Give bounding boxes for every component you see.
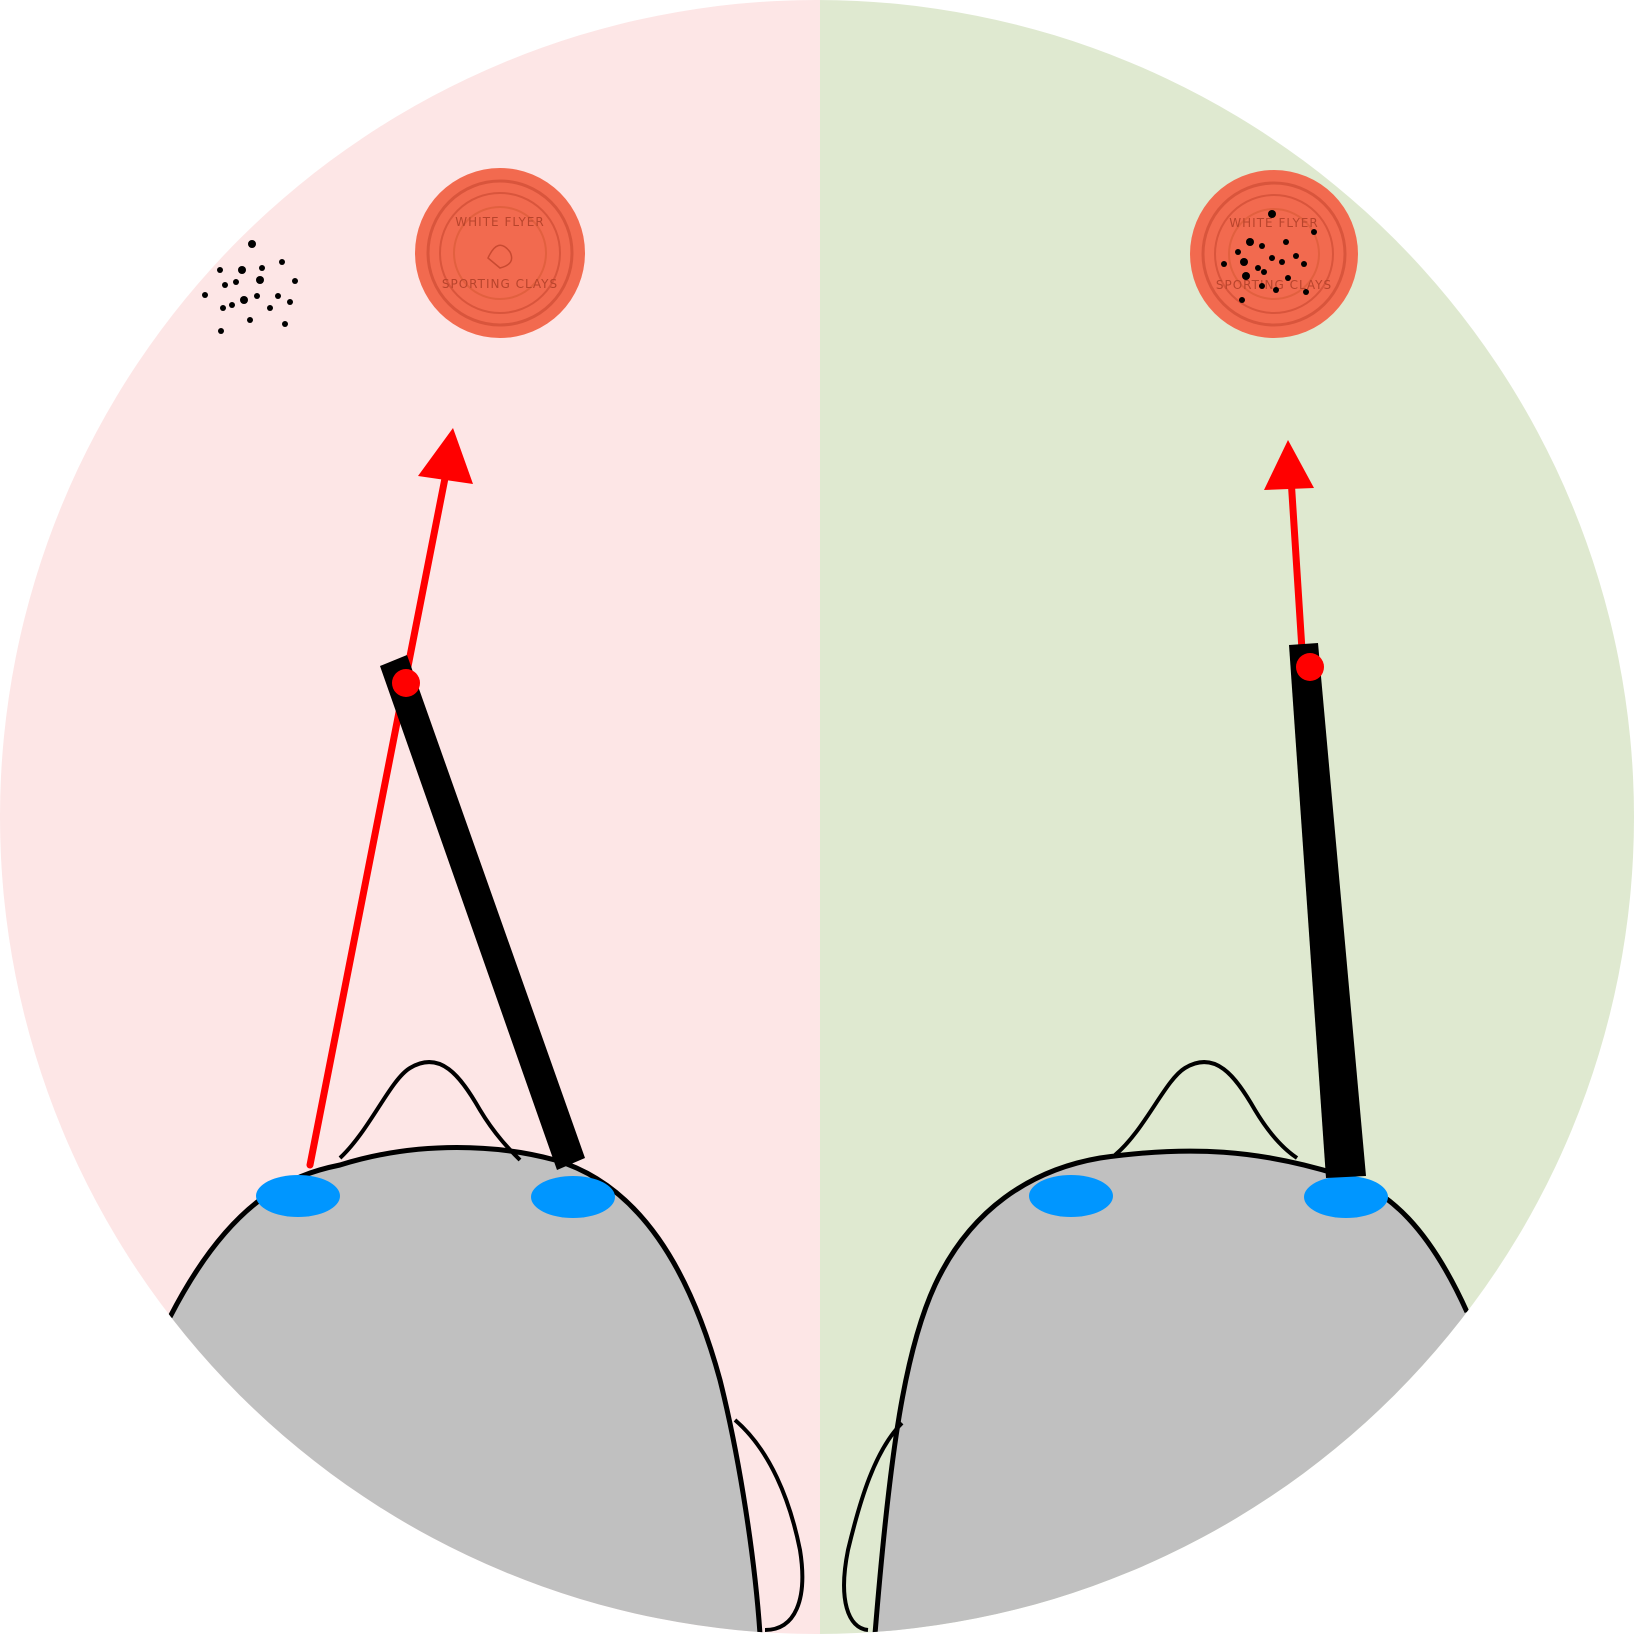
right-shot-pellet-icon — [1261, 269, 1267, 275]
right-panel-right-eye-icon — [1304, 1176, 1388, 1218]
left-shot-pellet-icon — [292, 278, 298, 284]
left-shot-pellet-icon — [247, 317, 253, 323]
right-aim-arrow-icon — [1287, 474, 1306, 654]
right-clay-text-bottom: SPORTING CLAYS — [1216, 278, 1332, 292]
right-nose — [1113, 1060, 1299, 1160]
right-shot-pellet-icon — [1301, 261, 1307, 267]
right-shot-pellet-icon — [1259, 283, 1265, 289]
left-shot-pellet-icon — [229, 302, 235, 308]
right-clay-text-top: WHITE FLYER — [1229, 216, 1318, 230]
left-shot-pellet-icon — [267, 305, 273, 311]
right-shot-pellet-icon — [1293, 253, 1299, 259]
left-bead-icon — [392, 669, 420, 697]
right-clay-target-icon: WHITE FLYER SPORTING CLAYS — [1190, 170, 1358, 338]
left-shot-pellet-icon — [218, 328, 224, 334]
right-shot-pellet-icon — [1242, 272, 1250, 280]
left-clay-text-top: WHITE FLYER — [455, 215, 544, 229]
left-shot-pellet-icon — [238, 266, 246, 274]
left-shot-pellet-icon — [202, 292, 208, 298]
left-shot-pellet-icon — [279, 259, 285, 265]
left-shot-pellet-icon — [220, 305, 226, 311]
left-shot-pellet-icon — [275, 293, 281, 299]
right-shot-pellet-icon — [1285, 275, 1291, 281]
left-clay-text-bottom: SPORTING CLAYS — [442, 277, 558, 291]
right-shot-pellet-icon — [1269, 255, 1275, 261]
right-shot-pattern — [1221, 210, 1317, 303]
right-gun-barrel-icon — [1289, 643, 1366, 1178]
left-shot-pellet-icon — [254, 293, 260, 299]
left-shot-pattern — [202, 240, 298, 334]
left-shot-pellet-icon — [287, 299, 293, 305]
left-aim-arrowhead — [418, 428, 473, 484]
left-shot-pellet-icon — [259, 265, 265, 271]
right-shot-pellet-icon — [1268, 210, 1276, 218]
right-panel-left-eye-icon — [1029, 1175, 1113, 1217]
left-shot-pellet-icon — [282, 321, 288, 327]
left-aim-arrow-icon — [306, 464, 451, 1169]
right-shot-pellet-icon — [1255, 265, 1261, 271]
left-shot-pellet-icon — [222, 282, 228, 288]
right-bead-icon — [1296, 653, 1324, 681]
right-shot-pellet-icon — [1283, 239, 1289, 245]
left-clay-target-icon: WHITE FLYER SPORTING CLAYS — [415, 168, 585, 338]
right-shot-pellet-icon — [1240, 258, 1248, 266]
right-shot-pellet-icon — [1221, 261, 1227, 267]
right-aim-arrowhead — [1264, 440, 1314, 490]
left-nose — [338, 1060, 522, 1162]
right-shot-pellet-icon — [1259, 243, 1265, 249]
right-shot-pellet-icon — [1235, 249, 1241, 255]
right-shot-pellet-icon — [1239, 297, 1245, 303]
left-ear — [733, 1418, 805, 1632]
right-shot-pellet-icon — [1273, 287, 1279, 293]
right-shot-pellet-icon — [1246, 238, 1254, 246]
left-shot-pellet-icon — [240, 296, 248, 304]
right-shot-pellet-icon — [1311, 229, 1317, 235]
left-shot-pellet-icon — [233, 279, 239, 285]
left-gun-barrel-icon — [380, 655, 585, 1170]
right-shot-pellet-icon — [1279, 259, 1285, 265]
left-shot-pellet-icon — [248, 240, 256, 248]
right-ear — [842, 1421, 904, 1632]
left-panel-left-eye-icon — [256, 1175, 340, 1217]
left-shot-pellet-icon — [256, 276, 264, 284]
right-shot-pellet-icon — [1303, 289, 1309, 295]
left-panel-right-eye-icon — [531, 1176, 615, 1218]
left-shot-pellet-icon — [217, 267, 223, 273]
